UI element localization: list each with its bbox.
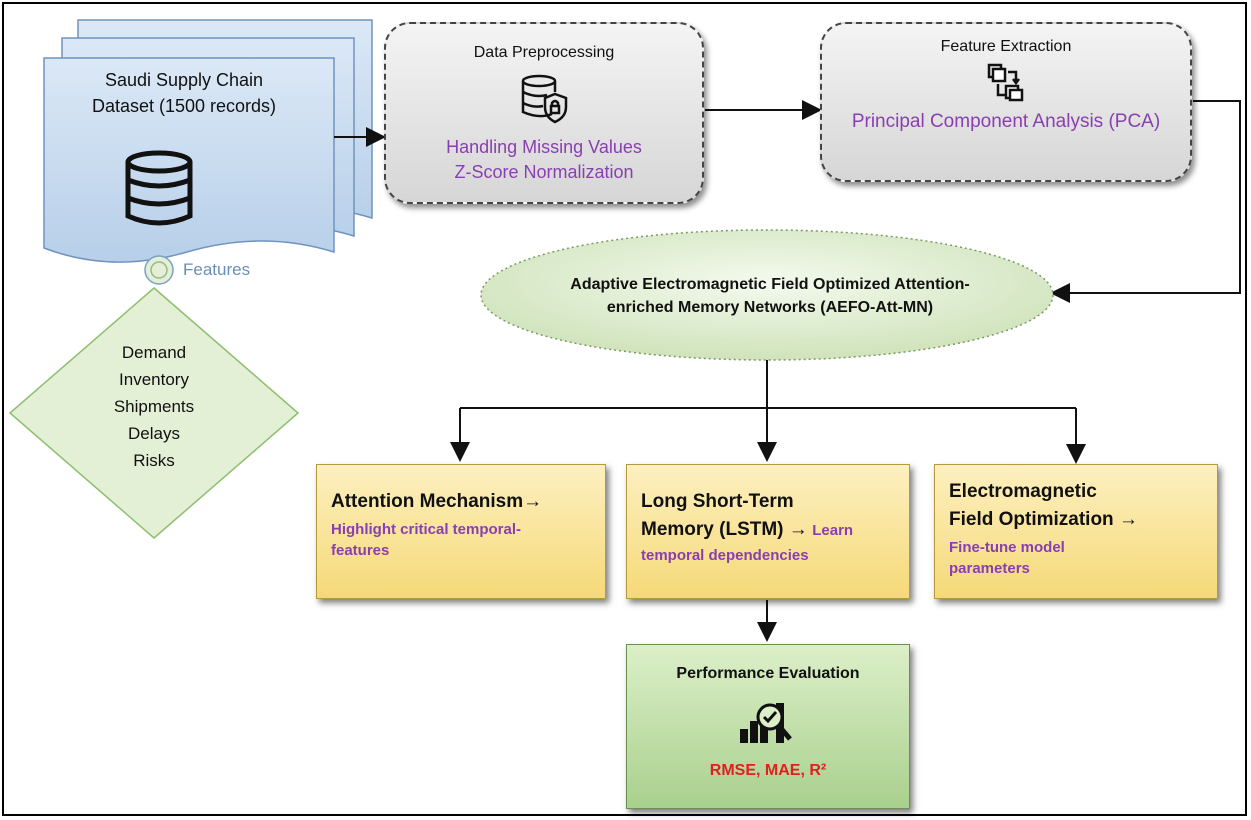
arrow-extraction-to-model — [1050, 100, 1241, 303]
extraction-title: Feature Extraction — [940, 38, 1072, 55]
feature-item-shipments: Shipments — [113, 397, 195, 416]
preprocessing-title: Data Preprocessing — [473, 44, 615, 61]
model-line2: enriched Memory Networks (AEFO-Att-MN) — [606, 299, 934, 316]
features-connector — [144, 255, 174, 285]
model-line1: Adaptive Electromagnetic Field Optimized… — [570, 276, 970, 293]
feature-item-risks: Risks — [133, 451, 175, 470]
dataset-title-line2: Dataset (1500 records) — [91, 96, 277, 116]
emfo-title-line2: Field Optimization → — [949, 509, 1138, 530]
attention-desc-line2: features — [331, 542, 390, 559]
preprocessing-box: Data Preprocessing Handling Missing Valu… — [384, 22, 704, 204]
extraction-box: Feature Extraction Principal Component A… — [820, 22, 1192, 182]
features-diamond — [8, 287, 300, 539]
emfo-desc-line2: parameters — [949, 560, 1030, 577]
attention-desc-line1: Highlight critical temporal- — [331, 521, 522, 538]
emfo-box: Electromagnetic Field Optimization → Fin… — [934, 464, 1218, 599]
secure-database-icon — [521, 74, 568, 124]
evaluation-title: Performance Evaluation — [676, 665, 860, 682]
dataset-title-line1: Saudi Supply Chain — [104, 70, 264, 90]
feature-item-demand: Demand — [121, 343, 187, 362]
extraction-method: Principal Component Analysis (PCA) — [851, 111, 1161, 132]
lstm-title-line1: Long Short-Term — [641, 491, 794, 512]
model-ellipse — [480, 229, 1054, 361]
lstm-box: Long Short-Term Memory (LSTM) → Learn te… — [626, 464, 910, 599]
copy-transform-icon — [987, 63, 1024, 102]
attention-title: Attention Mechanism→ — [331, 491, 543, 512]
chart-magnifier-icon — [740, 703, 792, 743]
feature-item-inventory: Inventory — [119, 370, 189, 389]
features-label: Features — [183, 260, 251, 279]
emfo-title-line1: Electromagnetic — [949, 481, 1097, 502]
database-icon — [125, 150, 193, 226]
evaluation-metrics: RMSE, MAE, R² — [709, 762, 827, 779]
preprocessing-line2: Z-Score Normalization — [454, 162, 634, 182]
lstm-desc-line1: Learn — [812, 522, 854, 539]
emfo-desc-line1: Fine-tune model — [949, 539, 1065, 556]
lstm-desc-line2: temporal dependencies — [641, 547, 809, 564]
lstm-title-line2: Memory (LSTM) → — [641, 519, 808, 540]
preprocessing-line1: Handling Missing Values — [446, 137, 642, 157]
feature-item-delays: Delays — [128, 424, 180, 443]
attention-box: Attention Mechanism→ Highlight critical … — [316, 464, 606, 599]
evaluation-box: Performance Evaluation RMSE, MAE, R² — [626, 644, 910, 809]
